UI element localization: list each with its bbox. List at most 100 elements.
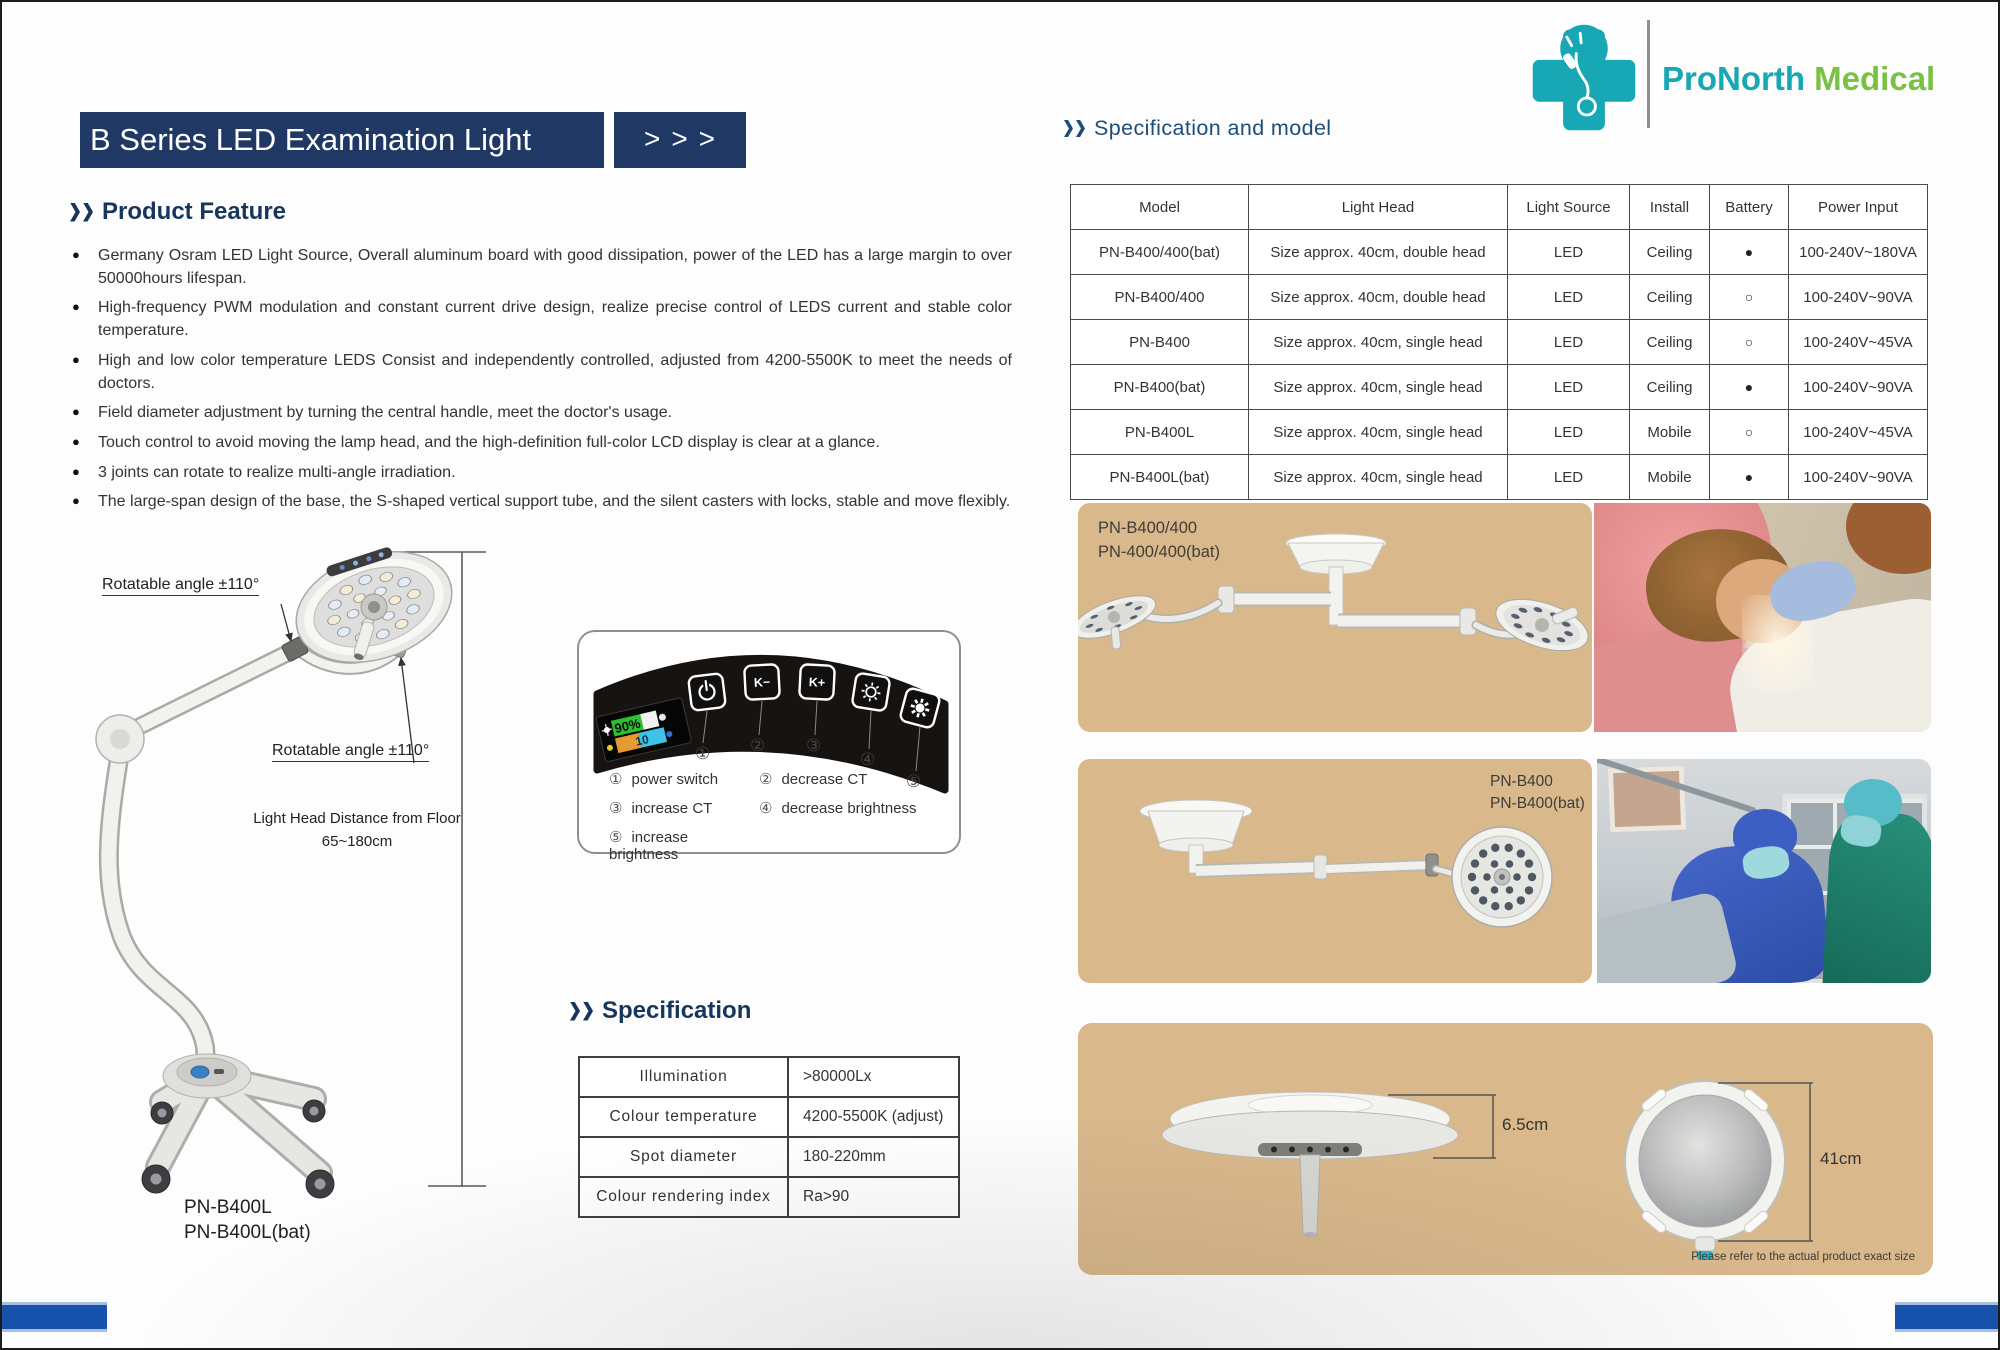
power-button [687, 672, 727, 712]
bullet-icon: ● [72, 434, 80, 450]
table-cell: PN-B400L(bat) [1070, 454, 1249, 500]
table-cell: LED [1507, 364, 1630, 410]
battery-filled-icon: ● [1709, 229, 1789, 275]
table-cell: 100-240V~90VA [1788, 364, 1928, 410]
lcd-display: 90% 10 [595, 697, 692, 762]
feature-text: High and low color temperature LEDS Cons… [98, 351, 1012, 392]
spec-model-heading: Specification and model [1064, 116, 1331, 141]
feature-item: ●High-frequency PWM modulation and const… [72, 297, 1012, 342]
legend-number: ④ [759, 800, 773, 817]
brand-logo: ProNorth Medical [1520, 8, 1995, 136]
page-title: B Series LED Examination Light [80, 112, 604, 168]
bullet-icon: ● [72, 493, 80, 509]
legend-label: decrease CT [781, 771, 868, 788]
feature-item: ●Field diameter adjustment by turning th… [72, 402, 1012, 425]
feature-text: The large-span design of the base, the S… [98, 493, 1011, 511]
panel2-model-label: PN-B400 PN-B400(bat) [1490, 773, 1585, 813]
brand-name-primary: ProNorth [1662, 60, 1805, 97]
table-cell: 100-240V~45VA [1788, 409, 1928, 455]
battery-empty-icon: ○ [1709, 409, 1789, 455]
mobile-lamp-diagram [95, 547, 486, 1199]
feature-item: ●Touch control to avoid moving the lamp … [72, 432, 1012, 455]
bullet-icon: ● [72, 247, 80, 262]
table-cell: Ceiling [1629, 229, 1710, 275]
double-chevron-icon [570, 1001, 593, 1021]
double-chevron-icon [70, 202, 93, 222]
table-cell: LED [1507, 274, 1630, 320]
bullet-icon: ● [72, 351, 80, 367]
legend-label: decrease brightness [781, 800, 917, 817]
column-header: Light Head [1248, 184, 1508, 230]
legend-item: ② decrease CT [759, 770, 917, 788]
mobile-model-label: PN-B400L PN-B400L(bat) [184, 1196, 311, 1245]
height-dimension-label: 6.5cm [1502, 1115, 1549, 1134]
table-cell: LED [1507, 454, 1630, 500]
battery-empty-icon: ○ [1709, 274, 1789, 320]
product-panel-double-head: PN-B400/400 PN-400/400(bat) [1071, 503, 1592, 732]
table-cell: Mobile [1629, 454, 1710, 500]
spec-row: Illumination>80000Lx [578, 1056, 960, 1098]
feature-list: ●Germany Osram LED Light Source, Overall… [72, 245, 1012, 521]
table-cell: LED [1507, 229, 1630, 275]
table-row: PN-B400/400(bat)Size approx. 40cm, doubl… [1070, 229, 1928, 275]
distance-label: Light Head Distance from Floor 65~180cm [252, 808, 462, 853]
control-panel-figure: 90% 10 K− K+ [577, 630, 961, 863]
dimension-drawing [1161, 1080, 1813, 1260]
model-label-line1: PN-B400L [184, 1197, 272, 1218]
table-cell: 100-240V~45VA [1788, 319, 1928, 365]
table-cell: 100-240V~90VA [1788, 274, 1928, 320]
sun-filled-icon [910, 698, 930, 718]
table-row: PN-B400(bat)Size approx. 40cm, single he… [1070, 364, 1928, 410]
k-minus-label: K− [754, 675, 771, 690]
legend-number: ② [759, 771, 773, 788]
brightness-increase-button [899, 687, 941, 729]
product-panel-dimensions: 6.5cm 41cm Please refer to the actual pr… [1078, 1023, 1933, 1275]
callout-number: ④ [860, 750, 876, 769]
column-header: Install [1629, 184, 1710, 230]
medical-cross-icon [1532, 24, 1636, 131]
table-row: PN-B400L(bat)Size approx. 40cm, single h… [1070, 454, 1928, 500]
table-cell: 100-240V~90VA [1788, 454, 1928, 500]
brightness-decrease-button [851, 672, 891, 712]
brand-name-secondary: Medical [1814, 60, 1936, 97]
column-header: Power Input [1788, 184, 1928, 230]
ct-readout: 10 [634, 732, 650, 749]
single-head-lamp-drawing [1139, 799, 1553, 928]
feature-text: High-frequency PWM modulation and consta… [98, 299, 1012, 340]
legend-label: power switch [631, 771, 719, 788]
table-cell: PN-B400L [1070, 409, 1249, 455]
table-cell: Size approx. 40cm, single head [1248, 364, 1508, 410]
model-label-line2: PN-B400L(bat) [184, 1221, 311, 1243]
product-feature-heading: Product Feature [70, 198, 286, 226]
spec-label-cell: Colour temperature [578, 1096, 789, 1138]
legend-label: increase CT [631, 800, 713, 817]
table-cell: 100-240V~180VA [1788, 229, 1928, 275]
table-cell: Size approx. 40cm, double head [1248, 274, 1508, 320]
spec-label-cell: Spot diameter [578, 1136, 789, 1178]
table-cell: LED [1507, 319, 1630, 365]
callout-number: ⑤ [906, 772, 922, 791]
spec-label-cell: Illumination [578, 1056, 789, 1098]
panel1-model-label: PN-B400/400 PN-400/400(bat) [1098, 519, 1220, 561]
callout-number: ① [695, 744, 711, 763]
table-cell: PN-B400/400(bat) [1070, 229, 1249, 275]
distance-label-line1: Light Head Distance from Floor [253, 810, 461, 827]
control-panel-drawing: 90% 10 K− K+ [593, 654, 949, 794]
table-cell: PN-B400 [1070, 319, 1249, 365]
product-panel-single-head: PN-B400 PN-B400(bat) [1078, 759, 1592, 983]
column-header: Model [1070, 184, 1249, 230]
diameter-dimension-label: 41cm [1820, 1149, 1862, 1168]
battery-filled-icon: ● [1709, 364, 1789, 410]
spec-value-cell: 180-220mm [787, 1136, 960, 1178]
table-cell: PN-B400(bat) [1070, 364, 1249, 410]
heading-text: Specification [602, 997, 752, 1024]
